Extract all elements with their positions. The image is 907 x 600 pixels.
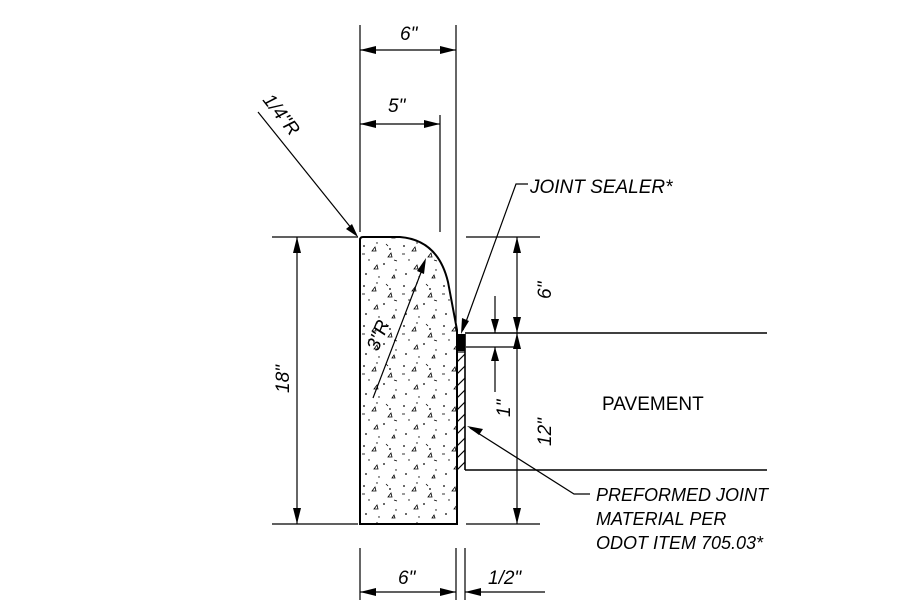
overall-height-dimension: 18": [272, 236, 358, 525]
corner-radius-label: 1/4"R: [258, 90, 304, 140]
joint-sealer-label: JOINT SEALER*: [529, 177, 673, 198]
curb-section: [359, 236, 458, 525]
right-extension-lines: [466, 236, 540, 525]
preformed-label-line3: ODOT ITEM 705.03*: [596, 533, 764, 553]
bottom-width-dimension: 6": [359, 548, 457, 600]
bottom-width-label: 6": [398, 568, 417, 589]
top-width-label: 6": [400, 24, 419, 45]
sealer-depth-dimension: 1": [491, 296, 515, 417]
preformed-joint-strip: [456, 334, 466, 471]
joint-sealer-callout: JOINT SEALER*: [461, 177, 673, 334]
pavement-depth-label: 12": [535, 417, 556, 446]
joint-width-dimension: 1/2": [464, 548, 545, 600]
pavement-slab: PAVEMENT: [465, 332, 767, 471]
preformed-joint-callout: PREFORMED JOINT MATERIAL PER ODOT ITEM 7…: [467, 426, 770, 553]
pavement-depth-dimension: 12": [513, 333, 556, 524]
inner-width-label: 5": [388, 96, 407, 117]
inner-width-dimension: 5": [360, 96, 441, 232]
preformed-label-line1: PREFORMED JOINT: [596, 485, 770, 505]
preformed-label-line2: MATERIAL PER: [596, 509, 726, 529]
sealer-depth-label: 1": [494, 398, 515, 417]
upper-height-dimension: 6": [513, 237, 556, 333]
joint-width-label: 1/2": [488, 568, 522, 589]
overall-height-label: 18": [273, 364, 294, 393]
curb-outline: [359, 236, 458, 525]
pavement-label: PAVEMENT: [602, 394, 704, 415]
top-width-dimension: 6": [359, 24, 457, 322]
upper-height-label: 6": [535, 280, 556, 299]
joint-sealer-block: [457, 334, 465, 351]
corner-radius-callout: 1/4"R: [257, 90, 358, 237]
